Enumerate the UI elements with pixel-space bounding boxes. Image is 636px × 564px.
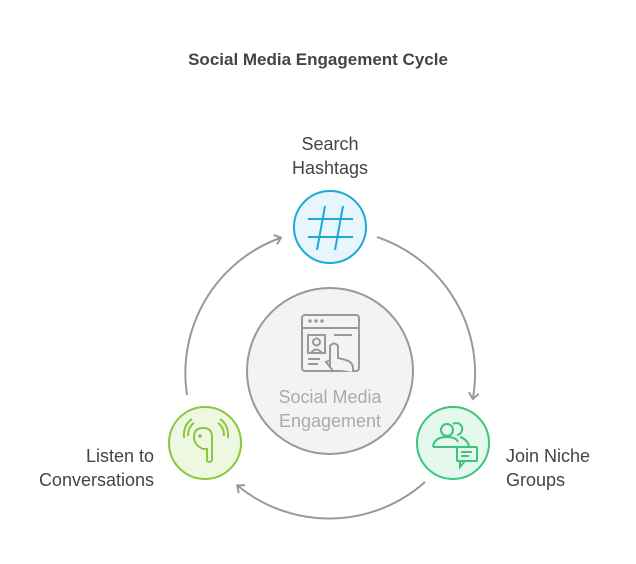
label-search-hashtags: Search Hashtags [270, 132, 390, 180]
label-line: Search [301, 134, 359, 154]
node-search-hashtags [293, 190, 367, 264]
node-join-groups [416, 406, 490, 480]
node-listen-conversations [168, 406, 242, 480]
center-circle [246, 287, 414, 455]
arrow-listen-to-search [184, 234, 283, 396]
arrow-join-to-listen [236, 481, 426, 520]
hashtag-icon [308, 205, 353, 251]
label-line: Groups [506, 470, 566, 490]
label-listen-conversations: Listen to Conversations [39, 444, 154, 492]
label-join-groups: Join Niche Groups [506, 444, 590, 492]
group-chat-icon [432, 422, 478, 470]
web-profile-touch-icon [301, 314, 360, 373]
label-line: Conversations [38, 470, 154, 490]
earbud-icon [182, 418, 230, 464]
diagram-title: Social Media Engagement Cycle [188, 50, 448, 69]
label-line: Join Niche [506, 446, 591, 466]
center-label-line2: Engagement [278, 411, 382, 431]
arrow-search-to-join [376, 236, 480, 401]
center-label: Social Media Engagement [246, 385, 414, 433]
center-label-line1: Social Media [278, 387, 382, 407]
label-line: Listen to [85, 446, 154, 466]
label-line: Hashtags [291, 158, 369, 178]
